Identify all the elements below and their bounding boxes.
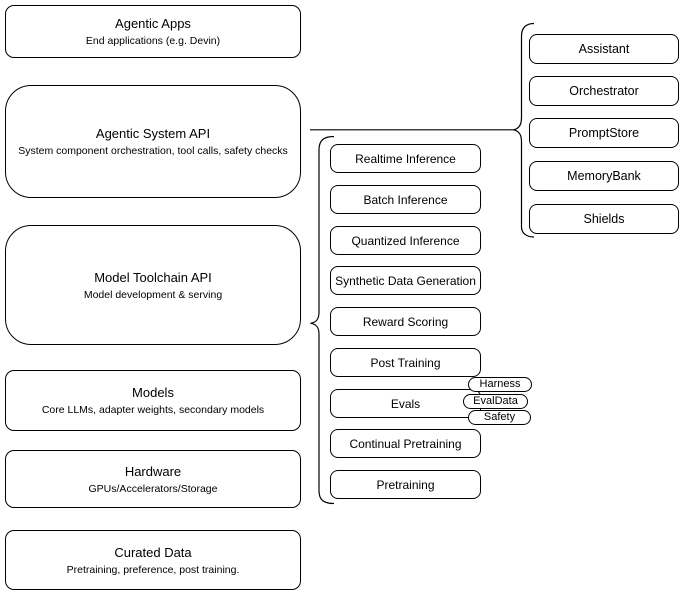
eval-tag-harness: Harness (468, 377, 532, 392)
tag-label: EvalData (473, 395, 518, 407)
node-label: Pretraining (376, 477, 435, 492)
component-label: Shields (583, 212, 625, 226)
layer-title: Curated Data (114, 544, 192, 560)
component-box-shields: Shields (529, 204, 679, 234)
toolchain-node-quantized-inference: Quantized Inference (330, 226, 481, 255)
component-box-orchestrator: Orchestrator (529, 76, 679, 106)
layer-box-agentic-apps: Agentic Apps End applications (e.g. Devi… (5, 5, 301, 58)
toolchain-node-reward-scoring: Reward Scoring (330, 307, 481, 336)
layer-title: Models (132, 385, 174, 400)
component-label: MemoryBank (567, 169, 641, 183)
toolchain-node-batch-inference: Batch Inference (330, 185, 481, 214)
layer-box-curated-data: Curated Data Pretraining, preference, po… (5, 530, 301, 590)
layer-box-model-toolchain-api: Model Toolchain API Model development & … (5, 225, 301, 345)
node-label: Synthetic Data Generation (335, 273, 476, 288)
node-label: Batch Inference (363, 192, 448, 207)
layer-box-hardware: Hardware GPUs/Accelerators/Storage (5, 450, 301, 508)
toolchain-node-continual-pretraining: Continual Pretraining (330, 429, 481, 458)
component-label: Assistant (578, 42, 630, 56)
toolchain-node-post-training: Post Training (330, 348, 481, 377)
layer-title: Model Toolchain API (94, 269, 212, 285)
node-label: Continual Pretraining (349, 436, 462, 451)
node-label: Realtime Inference (355, 151, 456, 166)
toolchain-node-evals: Evals (330, 389, 481, 418)
toolchain-node-pretraining: Pretraining (330, 470, 481, 499)
layer-subtitle: GPUs/Accelerators/Storage (88, 482, 218, 495)
layer-subtitle: Core LLMs, adapter weights, secondary mo… (41, 404, 265, 416)
toolchain-brace (310, 135, 335, 505)
tag-label: Safety (483, 411, 516, 423)
eval-tag-evaldata: EvalData (463, 394, 528, 409)
toolchain-node-realtime-inference: Realtime Inference (330, 144, 481, 173)
layer-subtitle: End applications (e.g. Devin) (85, 35, 221, 47)
component-label: PromptStore (568, 126, 640, 140)
component-box-promptstore: PromptStore (529, 118, 679, 148)
tag-label: Harness (479, 378, 521, 390)
layer-subtitle: Model development & serving (83, 288, 223, 301)
layer-subtitle: System component orchestration, tool cal… (18, 145, 288, 157)
layer-title: Agentic Apps (115, 16, 191, 31)
node-label: Reward Scoring (362, 314, 449, 329)
layer-box-models: Models Core LLMs, adapter weights, secon… (5, 370, 301, 431)
node-label: Evals (390, 396, 421, 411)
layer-title: Hardware (124, 463, 182, 479)
component-box-memorybank: MemoryBank (529, 161, 679, 191)
eval-tag-safety: Safety (468, 410, 531, 425)
node-label: Post Training (370, 355, 441, 370)
layer-title: Agentic System API (95, 126, 211, 141)
layer-box-agentic-system-api: Agentic System API System component orch… (5, 85, 301, 198)
component-box-assistant: Assistant (529, 34, 679, 64)
layer-subtitle: Pretraining, preference, post training. (66, 563, 240, 576)
node-label: Quantized Inference (351, 233, 460, 248)
toolchain-node-synthetic-data-generation: Synthetic Data Generation (330, 266, 481, 295)
component-label: Orchestrator (569, 84, 639, 98)
